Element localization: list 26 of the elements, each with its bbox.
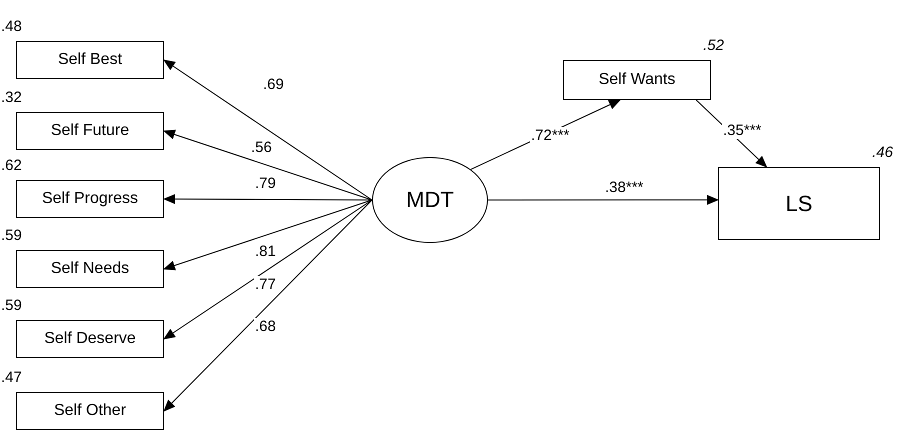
variable-name: Self Other (54, 402, 126, 420)
variable-name: LS (786, 190, 812, 216)
variance-value: .47 (1, 369, 22, 386)
variance-value: .48 (1, 18, 22, 35)
arrow (163, 200, 372, 270)
variable-name: Self Future (50, 122, 130, 140)
variance-value: .59 (1, 227, 22, 244)
variable-name: MDT (406, 187, 454, 213)
arrow (163, 59, 372, 200)
variance-value: .32 (1, 89, 22, 106)
variable-name: Self Needs (50, 260, 130, 278)
edge-label: .35*** (722, 122, 762, 139)
variable-name: Self Best (58, 51, 122, 69)
edge-label: .72*** (530, 127, 570, 144)
arrow (163, 200, 372, 412)
arrow (163, 194, 372, 204)
variance-value: .52 (703, 37, 724, 54)
variance-value: .59 (1, 297, 22, 314)
arrow (163, 130, 372, 200)
variance-value: .62 (1, 157, 22, 174)
variance-value: .46 (872, 144, 893, 161)
variable-name: Self Deserve (44, 330, 136, 348)
arrow (163, 200, 372, 340)
variable-name: Self Progress (42, 190, 138, 208)
variable-name: Self Wants (598, 71, 676, 89)
arrow (488, 194, 719, 205)
